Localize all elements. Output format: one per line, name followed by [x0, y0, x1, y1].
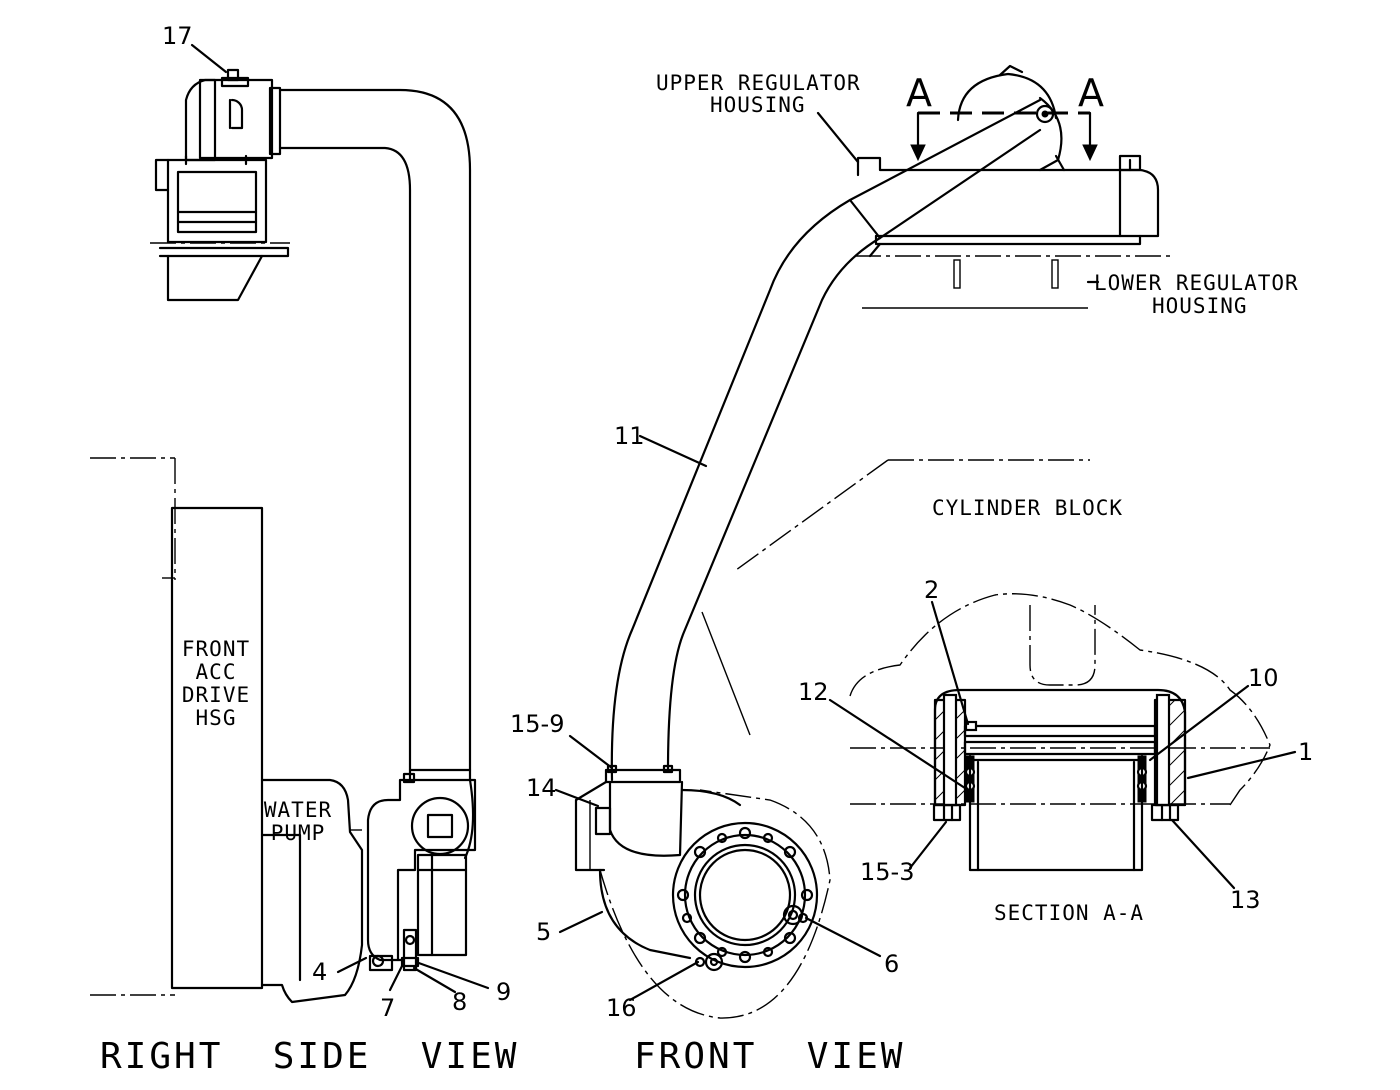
regulator-housing — [855, 154, 1170, 309]
callout-12: 12 — [798, 678, 829, 706]
front-view-title: FRONT VIEW — [634, 1036, 905, 1077]
callout-10: 10 — [1248, 664, 1279, 692]
callout-1: 1 — [1298, 738, 1313, 766]
note-upper-regulator-line2: HOUSING — [710, 93, 806, 117]
note-front-acc-line2: ACC — [196, 660, 237, 684]
front-tube — [610, 98, 1042, 782]
section-a-a — [828, 593, 1297, 890]
water-pump — [260, 778, 364, 1004]
front-lower-elbow — [574, 764, 684, 872]
flange-bolt-holes — [676, 826, 814, 964]
callout-15-9: 15-9 — [510, 710, 564, 738]
right-side-view-title: RIGHT SIDE VIEW — [100, 1036, 519, 1077]
callout-2: 2 — [924, 576, 939, 604]
front-acc-drive-housing — [90, 457, 264, 996]
right-side-tube — [278, 88, 472, 782]
note-water-pump-line2: PUMP — [271, 821, 326, 845]
top-clamp — [956, 64, 1066, 172]
note-front-acc-line3: DRIVE — [182, 683, 250, 707]
lower-elbow-bracket — [366, 772, 477, 972]
callout-5: 5 — [536, 918, 551, 946]
note-water-pump-line1: WATER — [264, 798, 332, 822]
note-front-acc-line4: HSG — [196, 706, 237, 730]
callout-13: 13 — [1230, 886, 1261, 914]
callout-14: 14 — [526, 774, 557, 802]
section-mark-left: A — [906, 71, 932, 115]
note-lower-regulator-line1: LOWER REGULATOR — [1094, 271, 1299, 295]
section-a-a-label: SECTION A-A — [994, 901, 1144, 925]
front-pump-scroll — [598, 788, 831, 1019]
callout-4: 4 — [312, 958, 327, 986]
callout-6: 6 — [884, 950, 899, 978]
note-cylinder-block: CYLINDER BLOCK — [932, 496, 1123, 520]
right-flange — [1153, 693, 1187, 807]
note-front-acc-line1: FRONT — [182, 637, 250, 661]
note-upper-regulator-line1: UPPER REGULATOR — [656, 71, 861, 95]
right-side-view — [90, 43, 490, 1004]
section-cut-line — [910, 111, 1098, 162]
callout-7: 7 — [380, 994, 395, 1022]
callout-11: 11 — [614, 422, 645, 450]
front-view — [554, 64, 1170, 1019]
left-flange — [933, 693, 967, 807]
callout-17: 17 — [162, 22, 193, 50]
callout-16: 16 — [606, 994, 637, 1022]
callout-8: 8 — [452, 988, 467, 1016]
section-mark-right: A — [1078, 71, 1104, 115]
callout-15-3: 15-3 — [860, 858, 914, 886]
callout-9: 9 — [496, 978, 511, 1006]
note-lower-regulator-line2: HOUSING — [1152, 294, 1248, 318]
upper-elbow-assembly — [150, 68, 290, 302]
